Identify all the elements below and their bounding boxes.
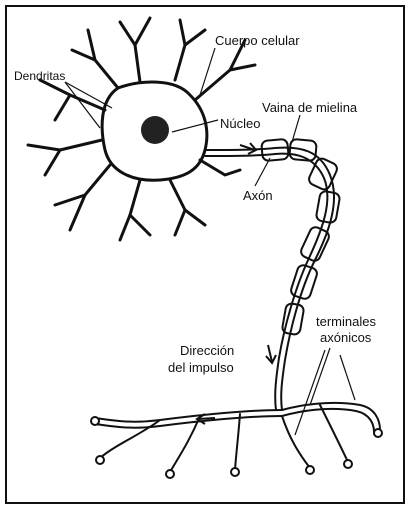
impulse-direction-arrows bbox=[197, 143, 276, 424]
label-axon: Axón bbox=[243, 188, 273, 203]
label-direction-line1: Dirección bbox=[180, 343, 234, 358]
label-direction-line2: del impulso bbox=[168, 360, 234, 375]
axon-terminals-group bbox=[95, 403, 380, 472]
label-nucleus: Núcleo bbox=[220, 116, 260, 131]
label-dendrites: Dendritas bbox=[14, 69, 65, 83]
nucleus-shape bbox=[141, 116, 169, 144]
label-terminals-line2: axónicos bbox=[320, 330, 372, 345]
label-myelin-sheath: Vaina de mielina bbox=[262, 100, 358, 115]
label-cell-body: Cuerpo celular bbox=[215, 33, 300, 48]
label-terminals-line1: terminales bbox=[316, 314, 376, 329]
myelin-sheath-segments bbox=[261, 139, 340, 335]
